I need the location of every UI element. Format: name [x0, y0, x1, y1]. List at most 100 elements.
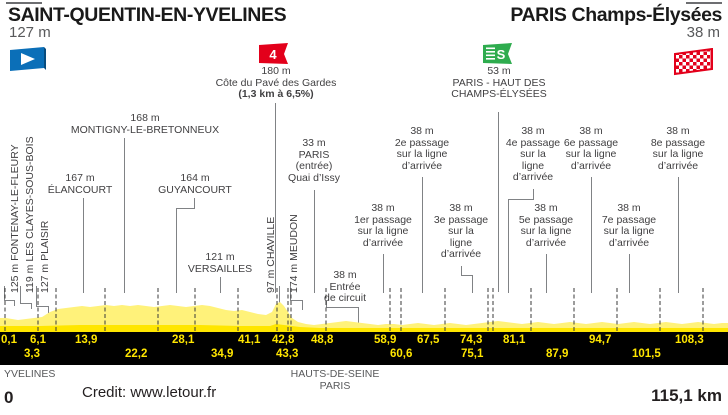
callout-passage-5: 38 m 5e passage sur la ligne d’arrivée [506, 202, 586, 249]
passage-6-altitude: 38 m [579, 125, 603, 137]
finish-altitude: 38 m [686, 24, 720, 41]
start-town-title: SAINT-QUENTIN-EN-YVELINES [8, 4, 287, 26]
montigny-altitude: 168 m [130, 112, 160, 124]
passage-4-leader-horizontal [508, 199, 534, 200]
passage-5-leader-line [546, 254, 547, 293]
passage-6-name: 6e passage [563, 136, 619, 149]
passage-7-altitude: 38 m [617, 202, 641, 214]
km-marker-lower-6: 87,9 [546, 348, 569, 360]
chaville-leader-line [279, 286, 280, 304]
corner-rule-right [686, 2, 722, 4]
vlabel-plaisir: 127 m PLAISIR [39, 220, 51, 293]
passage-6-line2: sur la ligne [565, 148, 617, 161]
start-flag-icon [8, 46, 48, 72]
elancourt-name: ÉLANCOURT [47, 183, 113, 196]
passage-3-line3: ligne [449, 236, 473, 249]
passage-1-name: 1er passage [354, 213, 412, 226]
passage-3-leader-stub [461, 266, 462, 275]
passage-5-altitude: 38 m [534, 202, 558, 214]
passage-4-leader-stub [533, 189, 534, 199]
sprint-leader-line [498, 112, 499, 292]
passage-7-name: 7e passage [601, 213, 657, 226]
km-marker-lower-1: 22,2 [125, 348, 148, 360]
passage-2-leader-line [422, 177, 423, 293]
climb-leader-line [275, 103, 276, 293]
entree-circuit-name: Entrée [329, 280, 361, 293]
km-marker-1: 6,1 [30, 334, 46, 346]
clayes-leader-line [31, 303, 32, 309]
passage-8-line2: sur la ligne [652, 148, 704, 161]
plaisir-leader-horizontal [36, 306, 48, 307]
passage-5-line2: sur la ligne [520, 225, 572, 238]
guyancourt-name: GUYANCOURT [158, 183, 232, 196]
total-distance-label: 115,1 km [651, 386, 722, 405]
callout-montigny-le-bretonneux: 168 m MONTIGNY-LE-BRETONNEUX [55, 112, 235, 136]
passage-4-line3: ligne [521, 159, 545, 172]
km-marker-4: 41,1 [238, 334, 261, 346]
plaisir-leader-stub [36, 286, 37, 306]
passage-1-line3: d’arrivée [362, 236, 404, 249]
sprint-caption: 53 m PARIS - HAUT DES CHAMPS-ÉLYSÉES [434, 65, 564, 101]
km-marker-5: 42,8 [272, 334, 295, 346]
sprint-name-line2: CHAMPS-ÉLYSÉES [451, 88, 547, 101]
guyancourt-leader-line [176, 208, 177, 293]
svg-text:S: S [497, 47, 506, 62]
fontenay-leader-horizontal [4, 300, 14, 301]
callout-passage-1: 38 m 1er passage sur la ligne d’arrivée [343, 202, 423, 249]
passage-3-line2: sur la [448, 225, 474, 238]
hauts-de-seine-line1: HAUTS-DE-SEINE [290, 368, 380, 380]
km-marker-lower-2: 34,9 [211, 348, 234, 360]
passage-4-altitude: 38 m [521, 125, 545, 137]
km-marker-3: 28,1 [172, 334, 195, 346]
paris-entree-name: PARIS [298, 148, 330, 161]
elancourt-altitude: 167 m [65, 172, 95, 184]
passage-1-line2: sur la ligne [357, 225, 409, 238]
entree-circuit-leader-horizontal [326, 307, 359, 308]
km-marker-6: 48,8 [311, 334, 334, 346]
callout-paris-entree: 33 m PARIS (entrée) Quai d’Issy [268, 137, 360, 184]
paris-entree-altitude: 33 m [302, 137, 326, 149]
sprint-name-line1: PARIS - HAUT DES [452, 76, 546, 89]
entree-circuit-line2: de circuit [323, 292, 366, 305]
vlabel-meudon: 174 m MEUDON [288, 214, 300, 293]
versailles-name: VERSAILLES [187, 262, 253, 275]
km-marker-10: 81,1 [503, 334, 526, 346]
guyancourt-altitude: 164 m [180, 172, 210, 184]
category-4-climb-flag-icon: 4 [258, 43, 290, 65]
callout-guyancourt: 164 m GUYANCOURT [140, 172, 250, 196]
vlabel-les-clayes-sous-bois: 119 m LES CLAYES-SOUS-BOIS [24, 136, 36, 293]
km-marker-7: 58,9 [374, 334, 397, 346]
km-marker-lower-0: 3,3 [24, 348, 40, 360]
km-marker-8: 67,5 [417, 334, 440, 346]
passage-4-line4: d’arrivée [512, 171, 554, 184]
passage-6-line3: d’arrivée [570, 159, 612, 172]
passage-2-altitude: 38 m [410, 125, 434, 137]
passage-5-line3: d’arrivée [525, 236, 567, 249]
passage-2-line2: sur la ligne [396, 148, 448, 161]
passage-1-altitude: 38 m [371, 202, 395, 214]
callout-passage-3: 38 m 3e passage sur la ligne d’arrivée [425, 202, 497, 261]
passage-7-leader-line [629, 254, 630, 293]
passage-8-leader-line [678, 177, 679, 293]
sprint-altitude: 53 m [487, 65, 511, 77]
callout-passage-8: 38 m 8e passage sur la ligne d’arrivée [638, 125, 718, 172]
km-marker-lower-3: 43,3 [276, 348, 299, 360]
km-marker-9: 74,3 [460, 334, 483, 346]
passage-7-line3: d’arrivée [608, 236, 650, 249]
passage-2-name: 2e passage [394, 136, 450, 149]
paris-entree-line2: (entrée) [295, 160, 333, 173]
passage-8-name: 8e passage [650, 136, 706, 149]
callout-passage-7: 38 m 7e passage sur la ligne d’arrivée [589, 202, 669, 249]
climb-name: Côte du Pavé des Gardes [215, 76, 337, 89]
callout-passage-2: 38 m 2e passage sur la ligne d’arrivée [382, 125, 462, 172]
guyancourt-leader-stub [194, 198, 195, 208]
vlabel-fontenay-le-fleury: 125 m FONTENAY-LE-FLEURY [9, 144, 21, 293]
versailles-leader-line [220, 277, 221, 293]
entree-circuit-altitude: 38 m [333, 269, 357, 281]
elevation-area-main [0, 324, 728, 333]
plaisir-leader-line [48, 306, 49, 313]
montigny-leader-line [124, 138, 125, 293]
vlabel-chaville: 97 m CHAVILLE [265, 216, 277, 293]
fontenay-leader-line [14, 300, 15, 306]
